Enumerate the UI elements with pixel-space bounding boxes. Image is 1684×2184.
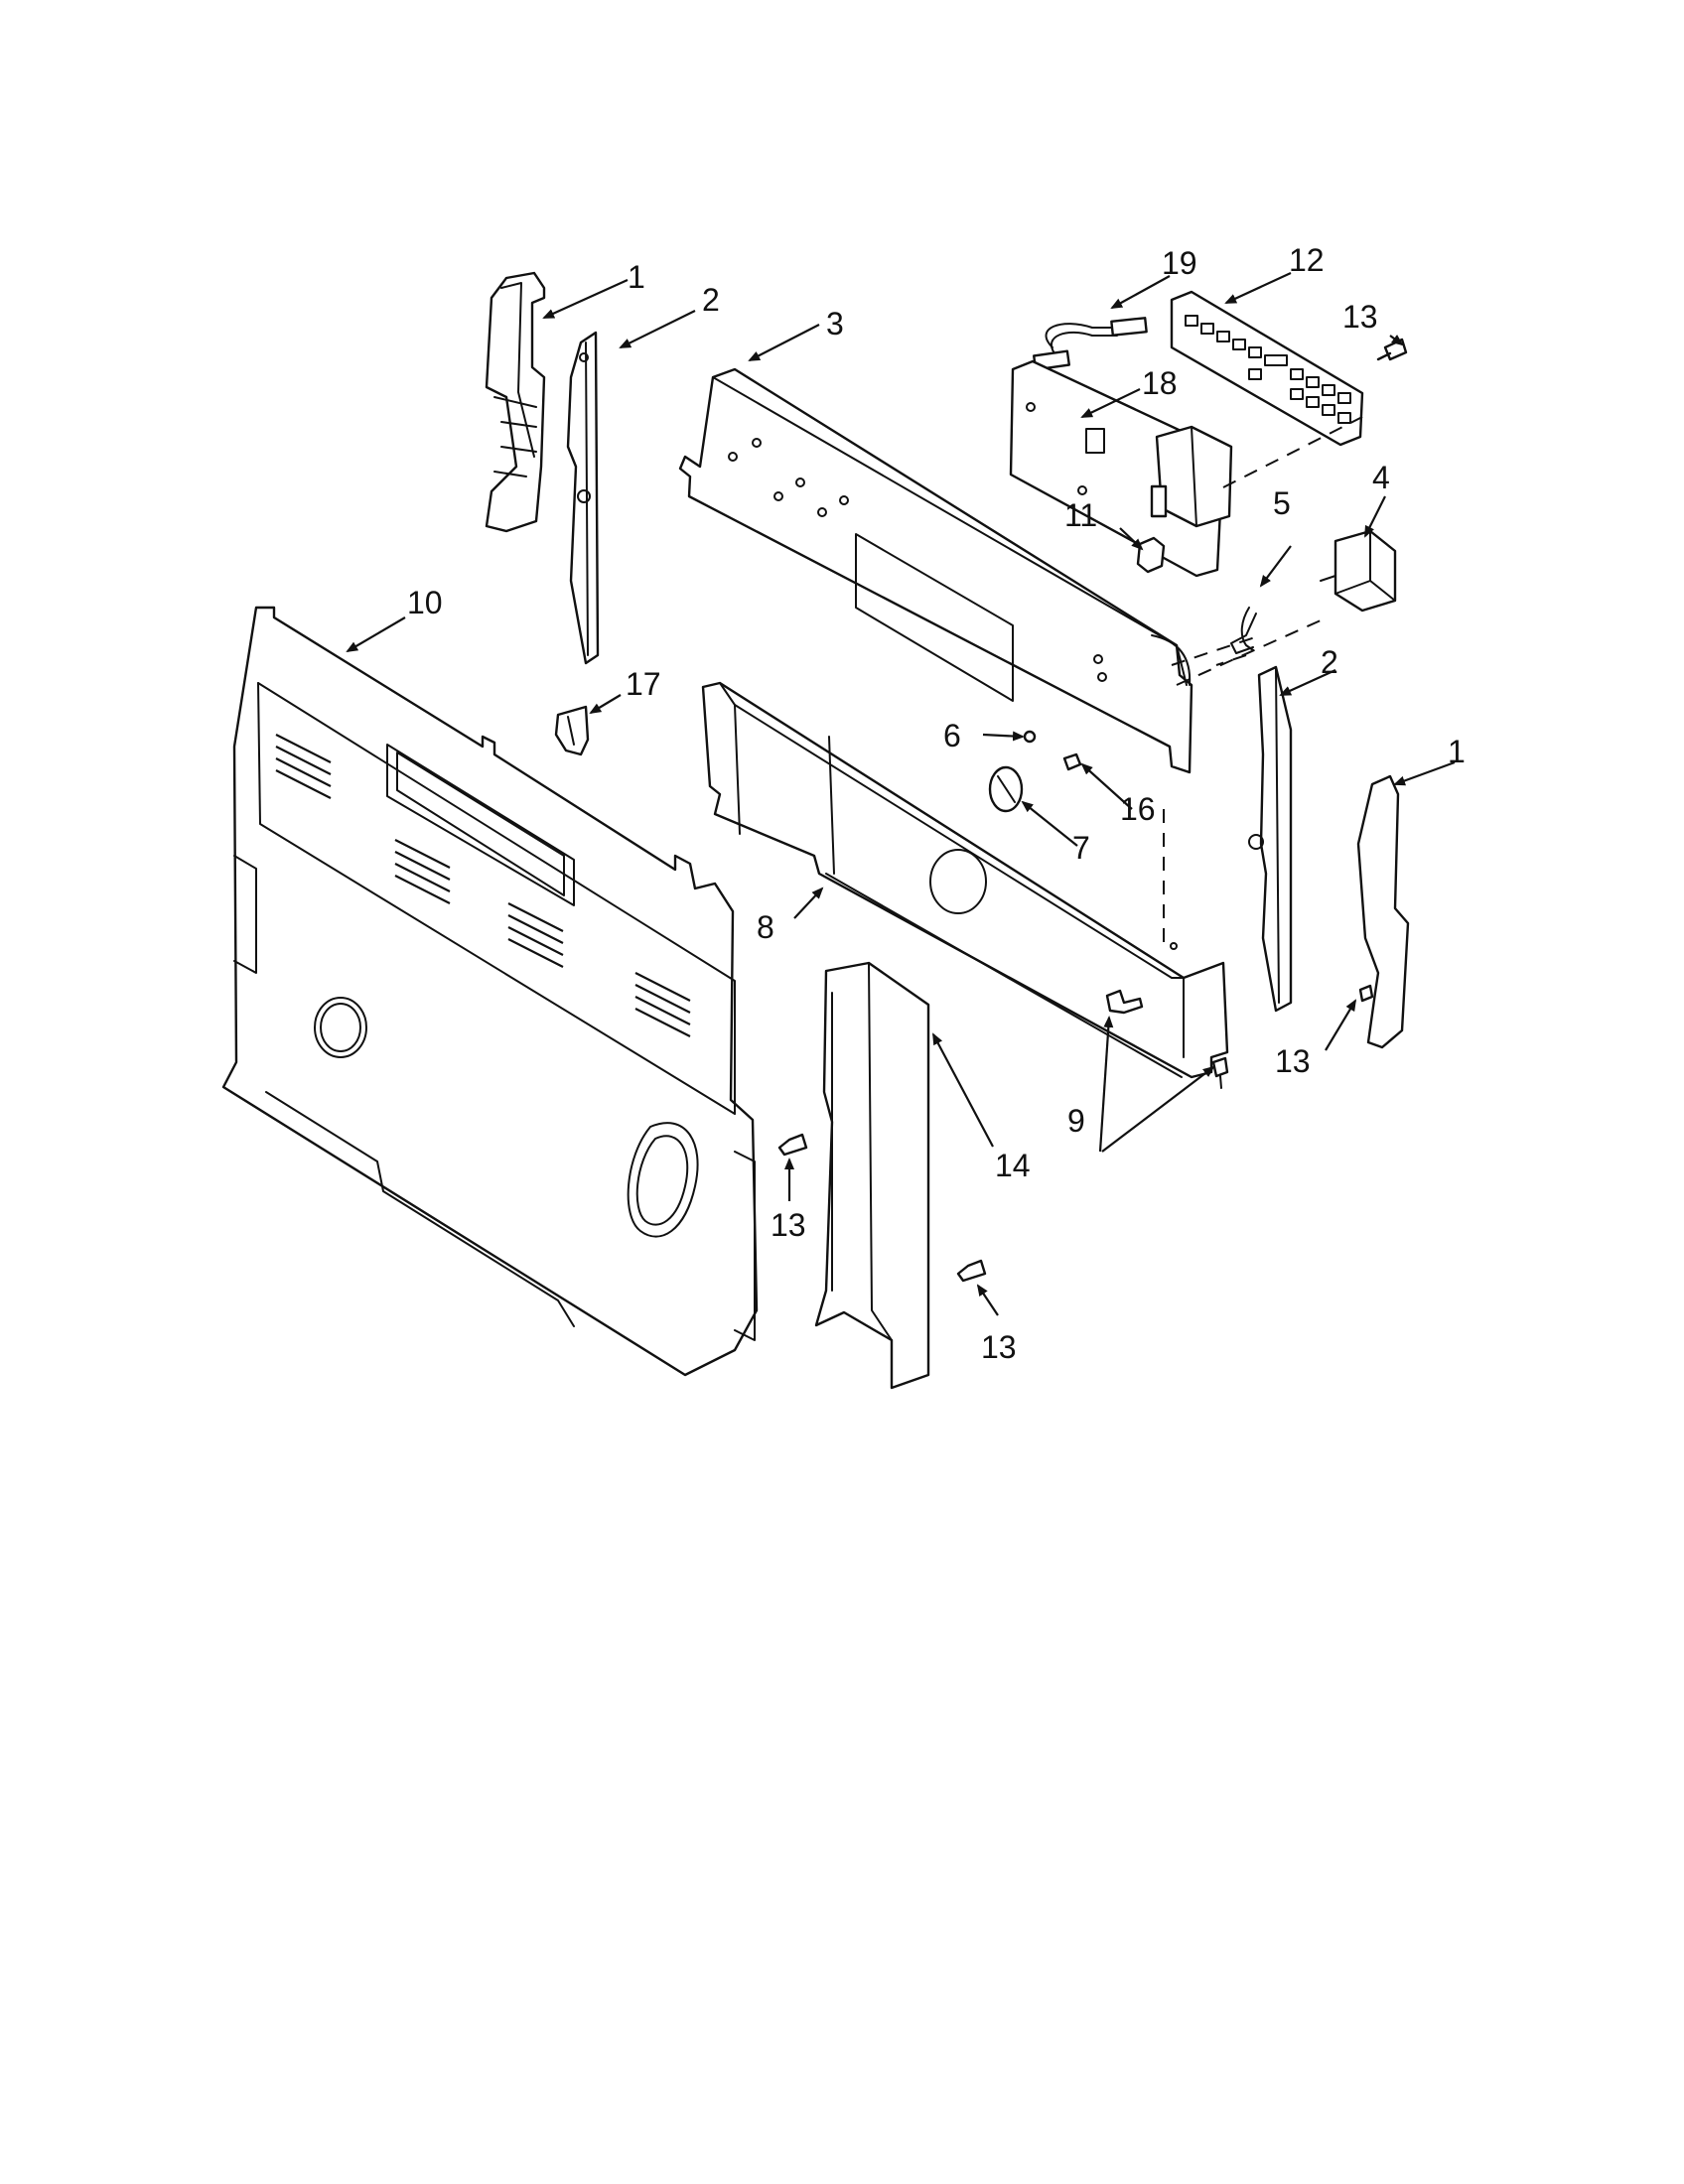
callout-13-right: 13 <box>1275 1043 1311 1079</box>
callout-18: 18 <box>1142 365 1178 401</box>
callout-13-mid: 13 <box>771 1207 806 1243</box>
part-18-control-board <box>1009 359 1233 578</box>
part-2-right-bracket <box>1248 665 1293 1013</box>
callout-14: 14 <box>995 1148 1031 1183</box>
part-13-screw-low <box>956 1259 987 1283</box>
part-5-wire <box>1230 607 1257 654</box>
callout-2-left: 2 <box>702 282 720 318</box>
callout-5: 5 <box>1273 485 1291 521</box>
callout-12: 12 <box>1289 242 1325 278</box>
callout-9: 9 <box>1067 1103 1085 1139</box>
callout-13-low: 13 <box>981 1329 1017 1365</box>
part-13-screw-right <box>1358 984 1374 1003</box>
callout-labels: 1 2 3 19 12 13 18 4 5 11 10 17 2 1 6 16 … <box>407 242 1466 1365</box>
callout-1-left: 1 <box>628 259 645 295</box>
callout-1-right: 1 <box>1448 734 1466 769</box>
part-9-screw-upper <box>1105 989 1144 1015</box>
part-11-switch <box>1136 536 1166 574</box>
part-10-rear-panel <box>221 606 759 1377</box>
part-1-right-endcap <box>1356 774 1410 1049</box>
leader-arrows <box>346 272 1456 1316</box>
assembly-lines <box>1163 416 1363 948</box>
callout-3: 3 <box>826 306 844 341</box>
part-16-screw <box>1062 752 1082 771</box>
part-17-clip <box>554 705 590 756</box>
part-8-support-panel <box>701 681 1229 1079</box>
callout-19: 19 <box>1162 245 1197 281</box>
callout-6: 6 <box>943 718 961 753</box>
callout-2-right: 2 <box>1321 644 1338 680</box>
callout-8: 8 <box>757 909 774 945</box>
callout-13-top: 13 <box>1342 299 1378 335</box>
callout-16: 16 <box>1120 791 1156 827</box>
callout-17: 17 <box>626 666 661 702</box>
callout-11: 11 <box>1064 497 1097 533</box>
part-19-wire-harness <box>1032 317 1148 371</box>
callout-7: 7 <box>1072 830 1090 866</box>
callout-4: 4 <box>1372 460 1390 495</box>
part-6-screw <box>1023 730 1037 744</box>
part-9-screw-lower <box>1211 1056 1229 1089</box>
part-3-control-panel <box>678 367 1193 774</box>
part-13-screw-top <box>1376 338 1408 361</box>
part-2-left-bracket <box>566 331 600 665</box>
callout-10: 10 <box>407 585 443 620</box>
part-12-control-overlay <box>1170 290 1364 447</box>
part-14-lower-bracket <box>814 961 930 1390</box>
part-1-left-endcap <box>485 271 546 533</box>
part-13-screw-mid <box>777 1133 808 1157</box>
part-4-switch <box>1320 529 1397 613</box>
part-7-knob <box>988 765 1024 813</box>
